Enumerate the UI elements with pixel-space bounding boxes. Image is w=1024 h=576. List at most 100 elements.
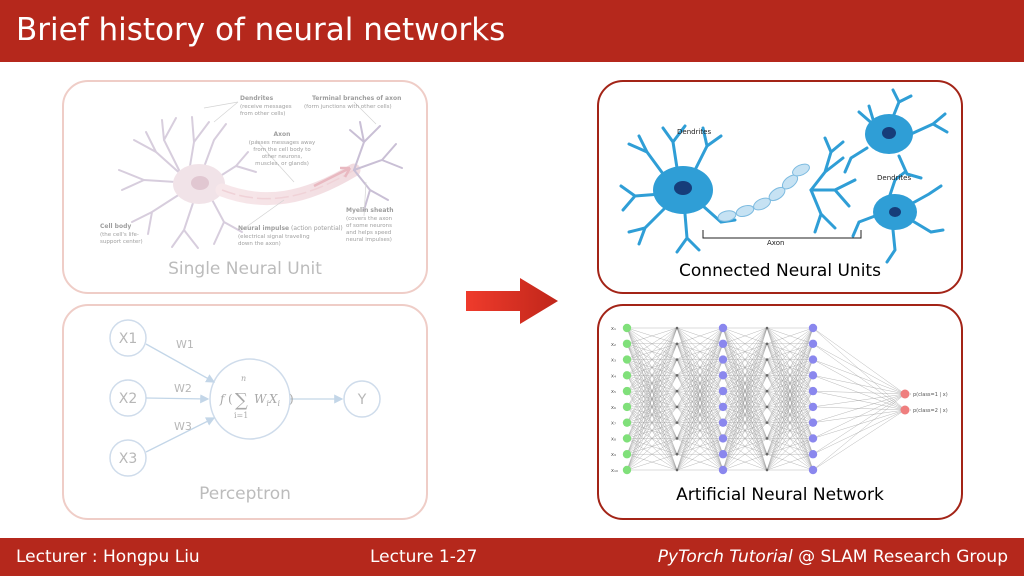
perceptron-edge-w3 [145, 417, 216, 453]
ann-edge [676, 327, 724, 455]
ann-edge [626, 406, 678, 471]
ann-edge [676, 327, 724, 360]
label-axon: Axon [767, 239, 784, 247]
ann-edge [676, 327, 724, 407]
annotation-cellbody-line2: support center) [100, 239, 143, 245]
ann-edge [626, 359, 678, 471]
slide-title: Brief history of neural networks [16, 12, 506, 48]
perceptron-output-label: Y [357, 392, 367, 408]
ann-hidden-node [808, 371, 818, 380]
slide-header: Brief history of neural networks [0, 0, 1024, 62]
ann-edge [812, 343, 906, 395]
perceptron-input-node [109, 439, 147, 477]
ann-hidden-node [808, 386, 818, 396]
ann-edge [766, 327, 814, 423]
annotation-impulse-title-bold: Neural impulse [238, 225, 289, 232]
ann-edge [722, 327, 768, 344]
ann-hidden-node [765, 405, 769, 409]
footer-group: @ SLAM Research Group [792, 547, 1008, 567]
ann-edge [766, 327, 814, 471]
formula-w-sub: i [266, 399, 269, 408]
ann-input-label: x₅ [611, 389, 616, 395]
formula-f: f [219, 392, 227, 406]
ann-input-label: x₆ [611, 405, 616, 411]
ann-edge [722, 391, 768, 471]
ann-hidden-node [765, 452, 769, 456]
ann-edge [676, 422, 724, 471]
ann-edge [766, 327, 814, 455]
ann-edge [722, 375, 768, 471]
perceptron-output-node [343, 380, 381, 418]
annotation-axon-line1: (passes messages away [249, 140, 316, 146]
ann-hidden-node [718, 402, 728, 412]
annotation-myelin-line1: (covers the axon [346, 216, 393, 222]
ann-input-node [622, 355, 632, 364]
ann-hidden-node [765, 437, 769, 440]
single-neural-unit-card: Dendrites (receive messages from other c… [62, 80, 428, 294]
ann-edge [812, 390, 906, 395]
single-neural-unit-caption: Single Neural Unit [168, 259, 322, 279]
ann-input-label: x₈ [611, 436, 616, 442]
formula-term-w: WiXi [254, 392, 280, 408]
ann-hidden-node [675, 421, 679, 424]
ann-hidden-node [718, 465, 728, 475]
perceptron-diagram: X1 X2 X3 Y W1 W2 W3 f ( ∑ n i=1 WiXi ) [109, 319, 381, 477]
ann-edge [722, 327, 768, 455]
ann-edge [626, 327, 678, 423]
footer-lecturer: Lecturer : Hongpu Liu [16, 547, 200, 567]
ann-input-node [622, 465, 632, 475]
ann-edge [676, 327, 724, 376]
ann-edge [676, 438, 724, 471]
ann-hidden-node [675, 374, 679, 377]
ann-edge [676, 454, 724, 471]
ann-edge [722, 327, 768, 439]
formula-open-paren: ( [228, 392, 233, 406]
ann-hidden-node [808, 355, 818, 364]
annotation-myelin-line4: neural impulses) [346, 237, 392, 243]
ann-edge [722, 359, 768, 471]
ann-edge [626, 327, 678, 344]
ann-input-node [622, 371, 632, 380]
ann-input-label: x₄ [611, 373, 616, 379]
ann-hidden-node [808, 339, 818, 348]
ann-hidden-node [675, 452, 679, 456]
ann-edge [766, 454, 814, 471]
annotation-dendrites-title: Dendrites [240, 95, 274, 102]
ann-edge [722, 327, 768, 471]
ann-input-label: x₉ [611, 452, 616, 458]
ann-hidden-node [675, 405, 679, 409]
ann-edge [722, 454, 768, 471]
perceptron-input-node [109, 319, 147, 357]
ann-edge [812, 393, 906, 455]
footer-lecture-number: Lecture 1-27 [370, 547, 478, 567]
ann-edge [626, 343, 678, 471]
ann-hidden-node [718, 323, 728, 333]
ann-edge [766, 327, 814, 407]
ann-input-node [622, 386, 632, 396]
perceptron-formula: f ( ∑ n i=1 WiXi ) [219, 374, 294, 420]
ann-edge [766, 327, 814, 344]
ann-hidden-node [718, 339, 728, 348]
ann-edge [722, 343, 768, 471]
ann-input-node [622, 339, 632, 348]
ann-hidden-node [765, 342, 769, 346]
ann-edge [722, 327, 768, 360]
ann-edge [722, 327, 768, 423]
ann-edge [812, 327, 906, 395]
ann-hidden-node [675, 437, 679, 440]
annotation-impulse-line2: down the axon) [238, 241, 281, 247]
single-neuron-diagram: Dendrites (receive messages from other c… [100, 95, 403, 249]
ann-hidden-node [718, 434, 728, 443]
ann-edge [812, 393, 906, 423]
annotation-axon-line3: other neurons, [262, 154, 303, 160]
ann-edge [766, 438, 814, 471]
perceptron-weight-w3: W3 [174, 420, 192, 433]
annotation-myelin-line2: of some neurons [346, 223, 392, 229]
ann-output-node [900, 389, 910, 399]
annotation-impulse-title-rest: (action potential) [289, 225, 343, 232]
formula-x: X [268, 392, 278, 406]
ann-edge [812, 409, 906, 471]
axon-bracket [702, 230, 862, 239]
ann-edge [722, 406, 768, 471]
